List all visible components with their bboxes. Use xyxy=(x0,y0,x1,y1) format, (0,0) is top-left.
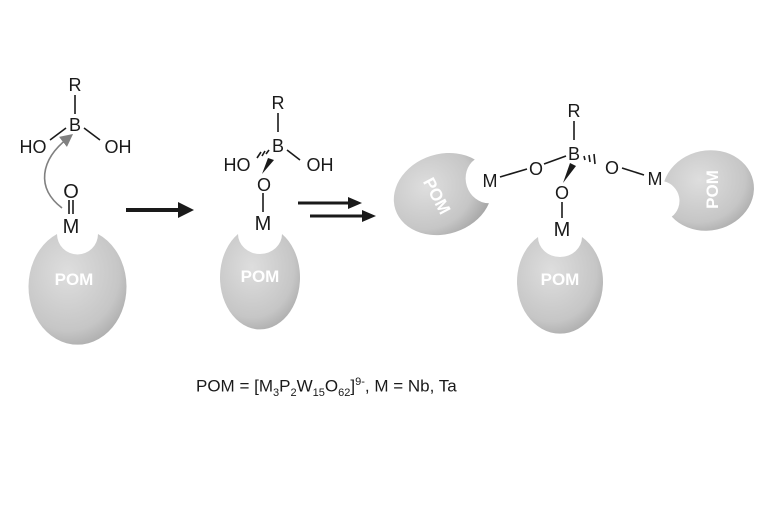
double-arrow xyxy=(298,197,376,222)
metal-m: M xyxy=(63,216,80,238)
b-oh-bond-right xyxy=(286,149,301,161)
caption-sub-3: 3 xyxy=(272,387,280,400)
metal-m-right: M xyxy=(648,169,663,189)
caption-suffix: , M = Nb, Ta xyxy=(364,376,457,396)
caption-prefix: POM = [M xyxy=(196,376,273,396)
panel-3-tridentate-product: POM POM POM R B O M O M O M xyxy=(393,101,754,334)
b-oh-bond-left xyxy=(49,127,67,141)
oxo-o: O xyxy=(63,181,79,203)
bridging-o-right: O xyxy=(605,158,619,178)
r-group: R xyxy=(69,75,82,95)
caption-close-bracket: ] xyxy=(350,376,356,396)
formula-caption: POM = [M3P2W15O62]9-, M = Nb, Ta xyxy=(196,376,616,399)
caption-sub-62: 62 xyxy=(338,387,351,400)
hashed-bond-right xyxy=(583,153,596,165)
b-o-bond-left xyxy=(543,155,567,165)
r-group: R xyxy=(272,93,285,113)
o-m-bond-right xyxy=(621,167,645,176)
pom-label: POM xyxy=(241,267,280,286)
curved-arrow xyxy=(43,134,74,209)
caption-o: O xyxy=(324,376,339,396)
pom-label: POM xyxy=(703,170,722,209)
hydroxyl-right: OH xyxy=(105,137,132,157)
r-group: R xyxy=(568,101,581,121)
pom-cluster-left xyxy=(393,152,489,236)
metal-m: M xyxy=(255,213,272,235)
pom-cluster-right xyxy=(664,150,754,231)
caption-charge: 9- xyxy=(355,376,365,388)
panel-2-monodentate-intermediate: POM M O R B HO OH xyxy=(220,93,334,330)
hydroxyl-left: HO xyxy=(224,155,251,175)
metal-m-bottom: M xyxy=(554,219,571,241)
o-m-bond-left xyxy=(499,168,528,178)
boron: B xyxy=(568,144,580,164)
pom-label: POM xyxy=(541,270,580,289)
b-oh-bond-right xyxy=(83,127,101,141)
pom-cluster-1 xyxy=(28,234,127,345)
bridging-o-bottom: O xyxy=(555,183,569,203)
b-o-wedge-bond xyxy=(563,163,576,183)
caption-sub-15: 15 xyxy=(312,387,325,400)
bridging-o: O xyxy=(257,175,271,195)
bridging-o-left: O xyxy=(529,159,543,179)
pom-label: POM xyxy=(55,270,94,289)
hydroxyl-right: OH xyxy=(307,155,334,175)
caption-sub-2: 2 xyxy=(290,387,297,400)
metal-m-left: M xyxy=(483,171,498,191)
pom-cluster-bottom xyxy=(517,237,603,334)
reaction-arrow-head xyxy=(178,202,194,218)
hashed-bond-left xyxy=(256,149,270,159)
hydroxyl-left: HO xyxy=(20,137,47,157)
b-o-wedge-bond xyxy=(262,158,274,174)
panel-1-boronic-acid-approach: POM M O R B HO OH xyxy=(20,75,132,345)
boron: B xyxy=(272,136,284,156)
caption-p: P xyxy=(279,376,291,396)
boron: B xyxy=(69,115,81,135)
pom-cluster-2 xyxy=(220,234,300,330)
caption-w: W xyxy=(296,376,313,396)
